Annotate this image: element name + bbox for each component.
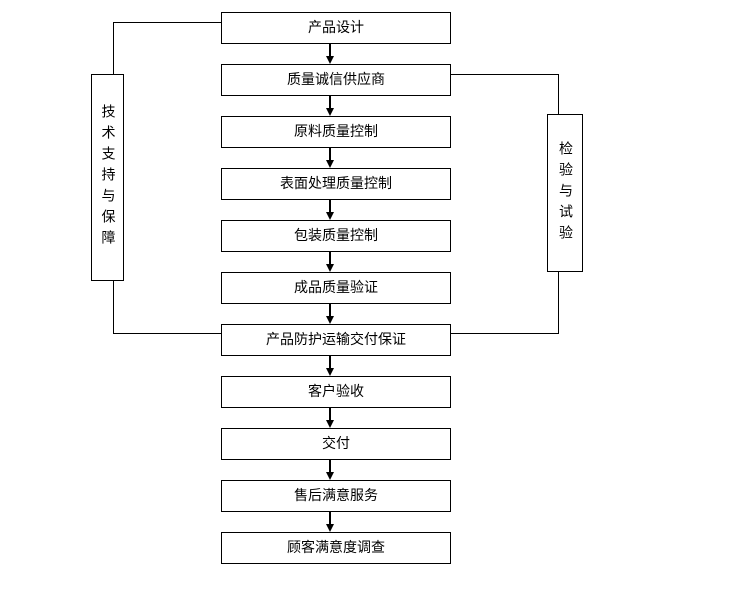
flow-node-protection-transport-delivery-guarantee: 产品防护运输交付保证: [221, 324, 451, 356]
down-arrow-9: [326, 460, 334, 480]
down-arrow-10: [326, 512, 334, 532]
flow-node-satisfaction-survey: 顾客满意度调查: [221, 532, 451, 564]
arrow-head-icon: [326, 56, 334, 64]
flow-node-packaging-quality-control: 包装质量控制: [221, 220, 451, 252]
arrow-head-icon: [326, 212, 334, 220]
flow-node-surface-treatment-quality-control: 表面处理质量控制: [221, 168, 451, 200]
connector-right-bottom-vertical: [558, 271, 559, 333]
arrow-head-icon: [326, 160, 334, 168]
down-arrow-8: [326, 408, 334, 428]
arrow-stem: [329, 460, 331, 473]
arrow-stem: [329, 148, 331, 161]
arrow-stem: [329, 96, 331, 109]
down-arrow-3: [326, 148, 334, 168]
connector-right-top-horizontal: [451, 74, 559, 75]
down-arrow-5: [326, 252, 334, 272]
side-box-technical-support-guarantee: 技术支持与保障: [91, 74, 124, 281]
arrow-stem: [329, 44, 331, 57]
flow-node-product-design: 产品设计: [221, 12, 451, 44]
connector-left-top-vertical: [113, 22, 114, 75]
arrow-stem: [329, 200, 331, 213]
down-arrow-2: [326, 96, 334, 116]
down-arrow-1: [326, 44, 334, 64]
arrow-head-icon: [326, 524, 334, 532]
flow-node-after-sales-service: 售后满意服务: [221, 480, 451, 512]
arrow-head-icon: [326, 264, 334, 272]
side-box-inspection-and-test: 检验与试验: [547, 114, 583, 272]
connector-right-bottom-horizontal: [451, 333, 559, 334]
down-arrow-4: [326, 200, 334, 220]
connector-left-bottom-horizontal: [113, 333, 222, 334]
connector-right-top-vertical: [558, 74, 559, 115]
connector-left-bottom-vertical: [113, 281, 114, 333]
flow-node-finished-product-verification: 成品质量验证: [221, 272, 451, 304]
flow-node-quality-integrity-supplier: 质量诚信供应商: [221, 64, 451, 96]
flow-node-raw-material-quality-control: 原料质量控制: [221, 116, 451, 148]
flow-node-delivery: 交付: [221, 428, 451, 460]
down-arrow-6: [326, 304, 334, 324]
arrow-head-icon: [326, 420, 334, 428]
arrow-head-icon: [326, 472, 334, 480]
down-arrow-7: [326, 356, 334, 376]
arrow-stem: [329, 304, 331, 317]
arrow-stem: [329, 356, 331, 369]
arrow-head-icon: [326, 368, 334, 376]
flow-node-customer-acceptance: 客户验收: [221, 376, 451, 408]
arrow-stem: [329, 512, 331, 525]
arrow-stem: [329, 252, 331, 265]
connector-left-top-horizontal: [113, 22, 222, 23]
arrow-head-icon: [326, 108, 334, 116]
arrow-stem: [329, 408, 331, 421]
arrow-head-icon: [326, 316, 334, 324]
